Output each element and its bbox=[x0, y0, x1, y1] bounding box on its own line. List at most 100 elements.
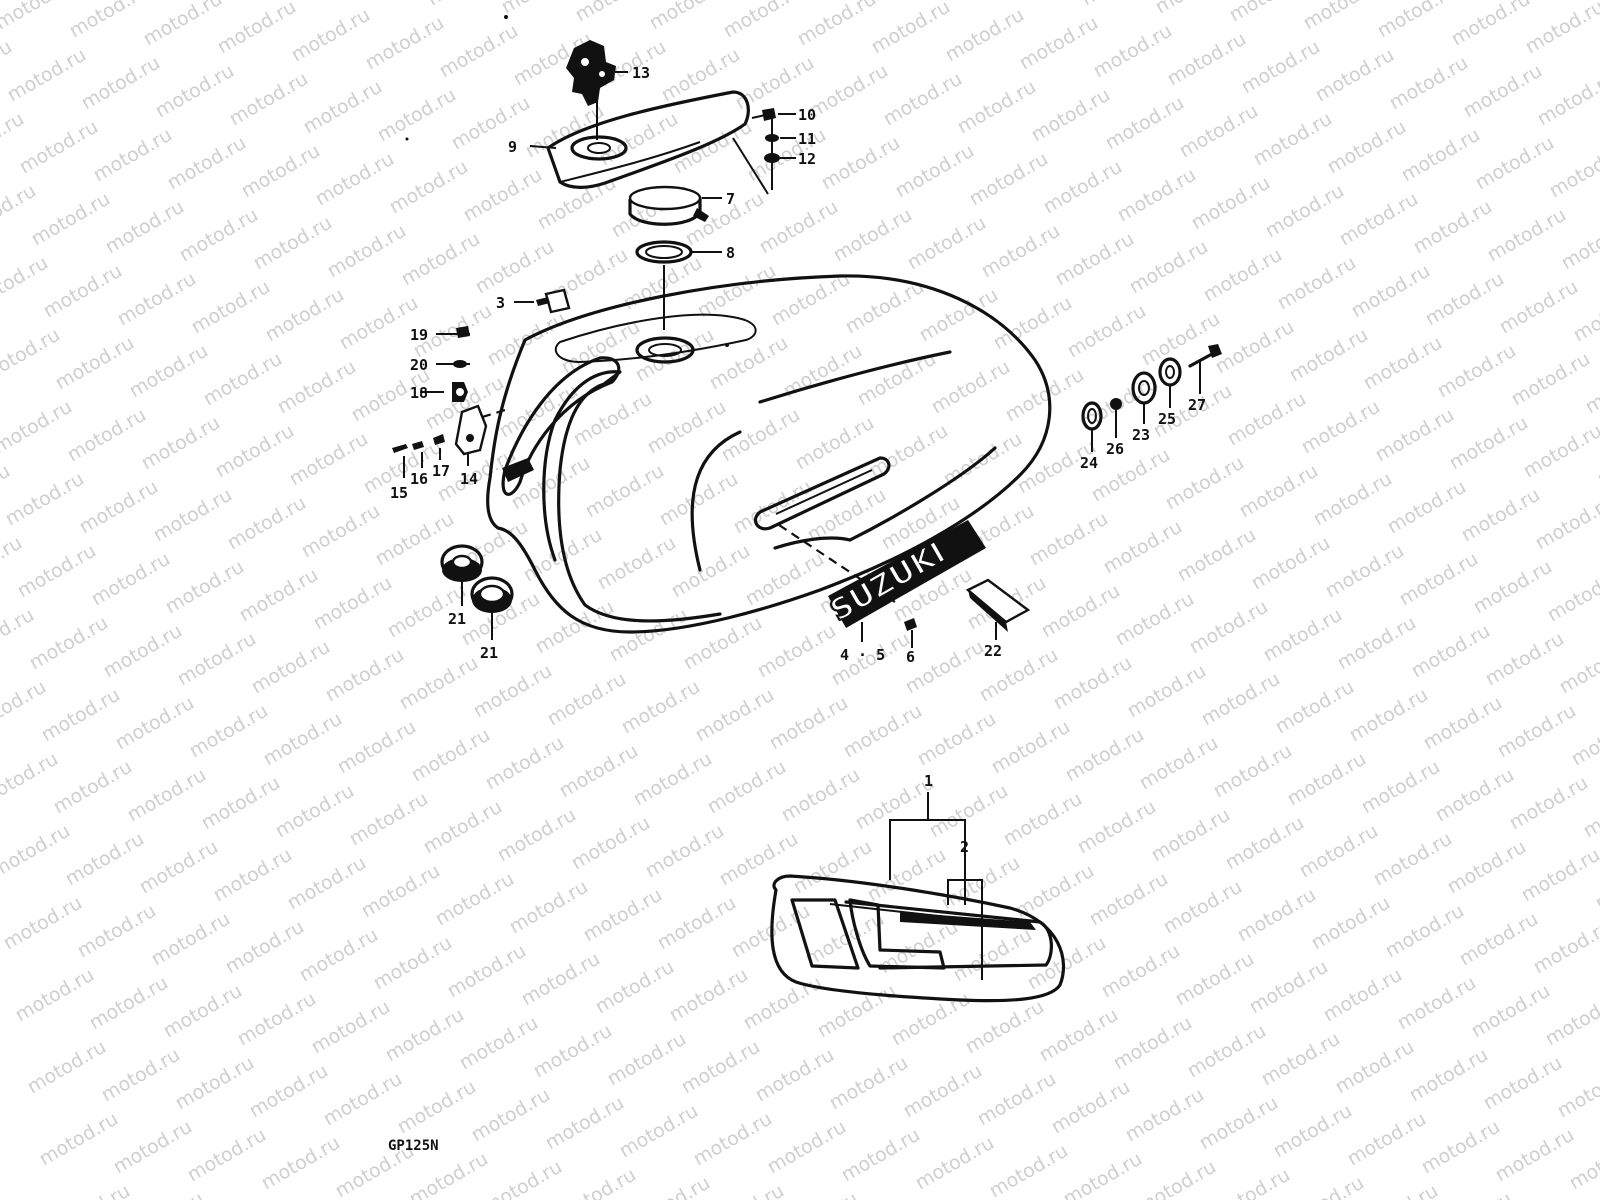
watermark-text: motod.ru bbox=[298, 500, 384, 563]
watermark-text: motod.ru bbox=[1148, 804, 1234, 867]
watermark-text: motod.ru bbox=[122, 1188, 208, 1200]
watermark-text: motod.ru bbox=[1496, 276, 1582, 339]
watermark-text: motod.ru bbox=[1300, 0, 1386, 34]
watermark-text: motod.ru bbox=[1236, 460, 1322, 523]
watermark-text: motod.ru bbox=[950, 924, 1036, 987]
watermark-text: motod.ru bbox=[1112, 588, 1198, 651]
watermark-text: motod.ru bbox=[818, 132, 904, 195]
watermark-text: motod.ru bbox=[558, 316, 644, 379]
watermark-text: motod.ru bbox=[372, 508, 458, 571]
callout-4-5: 4 · 5 bbox=[840, 646, 885, 664]
watermark-text: motod.ru bbox=[174, 628, 260, 691]
watermark-text: motod.ru bbox=[1162, 452, 1248, 515]
callout-24: 24 bbox=[1080, 454, 1098, 472]
watermark-text: motod.ru bbox=[1222, 812, 1308, 875]
emblem-screw bbox=[904, 618, 917, 631]
watermark-text: motod.ru bbox=[716, 828, 802, 891]
watermark-text: motod.ru bbox=[1434, 340, 1520, 403]
watermark-text: motod.ru bbox=[826, 1052, 912, 1115]
watermark-text: motod.ru bbox=[224, 492, 310, 555]
watermark-text: motod.ru bbox=[718, 404, 804, 467]
watermark-text: motod.ru bbox=[260, 708, 346, 771]
watermark-text: motod.ru bbox=[420, 796, 506, 859]
watermark-text: motod.ru bbox=[362, 12, 448, 75]
watermark-text: motod.ru bbox=[226, 68, 312, 131]
watermark-text: motod.ru bbox=[1152, 0, 1238, 18]
watermark-text: motod.ru bbox=[1470, 556, 1556, 619]
watermark-text: motod.ru bbox=[1208, 1164, 1294, 1200]
watermark-text: motod.ru bbox=[1282, 1172, 1368, 1200]
tank-stripe-inset bbox=[770, 792, 1065, 1003]
watermark-text: motod.ru bbox=[866, 420, 952, 483]
watermark-text: motod.ru bbox=[794, 0, 880, 50]
callout-9: 9 bbox=[508, 138, 517, 156]
watermark-text: motod.ru bbox=[312, 148, 398, 211]
watermark-text: motod.ru bbox=[628, 1172, 714, 1200]
watermark-text: motod.ru bbox=[28, 188, 114, 251]
watermark-text: motod.ru bbox=[1122, 1084, 1208, 1147]
watermark-text: motod.ru bbox=[506, 876, 592, 939]
watermark-text: motod.ru bbox=[1016, 12, 1102, 75]
watermark-text: motod.ru bbox=[1284, 748, 1370, 811]
watermark-text: motod.ru bbox=[184, 1124, 270, 1187]
watermark-text: motod.ru bbox=[296, 924, 382, 987]
watermark-text: motod.ru bbox=[50, 756, 136, 819]
watermark-text: motod.ru bbox=[148, 908, 234, 971]
watermark-text: motod.ru bbox=[1356, 1180, 1442, 1200]
watermark-text: motod.ru bbox=[2, 468, 88, 531]
watermark-text: motod.ru bbox=[382, 1004, 468, 1067]
watermark-text: motod.ru bbox=[1334, 612, 1420, 675]
watermark-text: motod.ru bbox=[64, 404, 150, 467]
watermark-text: motod.ru bbox=[1028, 84, 1114, 147]
watermark-text: motod.ru bbox=[222, 916, 308, 979]
watermark-text: motod.ru bbox=[1098, 940, 1184, 1003]
watermark-text: motod.ru bbox=[386, 156, 472, 219]
callout-15: 15 bbox=[390, 484, 408, 502]
watermark-text: motod.ru bbox=[1188, 172, 1274, 235]
watermark-text: motod.ru bbox=[350, 0, 436, 2]
watermark-text: motod.ru bbox=[358, 860, 444, 923]
tank-pad bbox=[965, 578, 1031, 632]
watermark-text: motod.ru bbox=[1468, 980, 1554, 1043]
watermark-text: motod.ru bbox=[16, 116, 102, 179]
watermark-text: motod.ru bbox=[776, 1188, 862, 1200]
callout-7: 7 bbox=[726, 190, 735, 208]
watermark-text: motod.ru bbox=[926, 780, 1012, 843]
side-fasteners bbox=[420, 326, 470, 402]
watermark-text: motod.ru bbox=[246, 1060, 332, 1123]
watermark-text: motod.ru bbox=[902, 636, 988, 699]
watermark-text: motod.ru bbox=[840, 700, 926, 763]
watermark-text: motod.ru bbox=[1344, 1108, 1430, 1171]
watermark-text: motod.ru bbox=[1370, 828, 1456, 891]
watermark-text: motod.ru bbox=[1100, 516, 1186, 579]
watermark-text: motod.ru bbox=[1246, 956, 1332, 1019]
watermark-text: motod.ru bbox=[272, 780, 358, 843]
watermark-text: motod.ru bbox=[1004, 0, 1090, 2]
tank-cushion-lower bbox=[470, 576, 514, 613]
watermark-text: motod.ru bbox=[320, 1068, 406, 1131]
watermark-text: motod.ru bbox=[1422, 268, 1508, 331]
watermark-text: motod.ru bbox=[76, 476, 162, 539]
watermark-text: motod.ru bbox=[530, 1020, 616, 1083]
watermark-text: motod.ru bbox=[200, 348, 286, 411]
watermark-text: motod.ru bbox=[892, 140, 978, 203]
watermark-text: motod.ru bbox=[66, 0, 152, 42]
callout-14: 14 bbox=[460, 470, 478, 488]
watermark-text: motod.ru bbox=[1508, 348, 1594, 411]
watermark-text: motod.ru bbox=[258, 1132, 344, 1195]
watermark-text: motod.ru bbox=[1126, 236, 1212, 299]
watermark-text: motod.ru bbox=[1248, 532, 1334, 595]
watermark-text: motod.ru bbox=[444, 940, 530, 1003]
watermark-text: motod.ru bbox=[334, 716, 420, 779]
watermark-text: motod.ru bbox=[408, 724, 494, 787]
callout-20: 20 bbox=[410, 356, 428, 374]
watermark-text: motod.ru bbox=[1200, 244, 1286, 307]
callout-11: 11 bbox=[798, 130, 816, 148]
watermark-text: motod.ru bbox=[262, 284, 348, 347]
watermark-text: motod.ru bbox=[86, 972, 172, 1035]
model-code: GP125N bbox=[388, 1138, 439, 1154]
watermark-text: motod.ru bbox=[150, 484, 236, 547]
watermark-text: motod.ru bbox=[1372, 404, 1458, 467]
watermark-text: motod.ru bbox=[1002, 364, 1088, 427]
watermark-text: motod.ru bbox=[904, 212, 990, 275]
